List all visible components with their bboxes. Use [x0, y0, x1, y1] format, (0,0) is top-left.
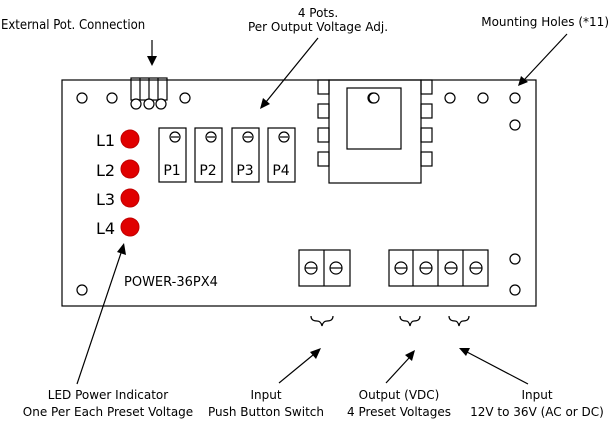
pot-label-4: P4	[272, 163, 289, 179]
push-button-arrow-head	[310, 348, 321, 359]
pots-label-line2: Per Output Voltage Adj.	[248, 20, 388, 34]
external-pot-label: External Pot. Connection	[1, 18, 145, 33]
mounting-hole	[106, 92, 118, 104]
pots-label-line1: 4 Pots.	[298, 6, 338, 20]
pot-4: P4	[267, 127, 296, 183]
pot-label-3: P3	[236, 163, 253, 179]
mounting-hole	[477, 92, 489, 104]
push-button-label-line1: Input	[250, 388, 281, 402]
pot-label-2: P2	[199, 163, 216, 179]
mounting-hole	[444, 92, 456, 104]
mounting-holes-arrow-shaft	[523, 33, 568, 81]
mounting-hole	[179, 92, 191, 104]
mounting-hole	[509, 253, 521, 265]
pcb-board	[61, 79, 537, 307]
board-name: POWER-36PX4	[124, 275, 218, 290]
led-4	[120, 217, 140, 237]
external-pot-connector	[130, 77, 168, 110]
led-arrow-head	[117, 243, 126, 255]
regulator-heatsink	[317, 79, 433, 184]
mounting-holes	[76, 92, 521, 296]
led-indicators: L1 L2 L3 L4	[96, 129, 140, 238]
brace-push-button	[310, 315, 334, 327]
output-label-line2: 4 Preset Voltages	[347, 405, 451, 419]
led-label-line2: One Per Each Preset Voltage	[23, 405, 193, 419]
output-input-terminal	[388, 249, 489, 287]
brace-output	[399, 315, 421, 327]
input-arrow-head	[459, 348, 470, 356]
mounting-hole	[509, 92, 521, 104]
input-label-line2: 12V to 36V (AC or DC)	[470, 405, 604, 419]
pot-label-1: P1	[163, 163, 180, 179]
mounting-hole	[76, 284, 88, 296]
led-label-3: L3	[96, 190, 115, 209]
led-2	[120, 159, 140, 179]
mounting-hole	[509, 284, 521, 296]
led-1	[120, 129, 140, 149]
brace-input	[448, 315, 470, 327]
pots-arrow-shaft	[265, 37, 319, 103]
pot-1: P1	[158, 127, 187, 183]
push-button-terminal	[298, 249, 351, 287]
led-arrow-shaft	[76, 252, 122, 385]
led-label-line1: LED Power Indicator	[48, 388, 169, 402]
led-label-2: L2	[96, 161, 115, 180]
output-label-line1: Output (VDC)	[359, 388, 440, 402]
output-arrow-shaft	[385, 357, 410, 384]
led-label-4: L4	[96, 219, 115, 238]
mounting-holes-label: Mounting Holes (*11)	[481, 15, 609, 29]
led-3	[120, 188, 140, 208]
output-arrow-head	[405, 350, 415, 361]
mounting-hole	[509, 119, 521, 131]
push-button-arrow-shaft	[278, 354, 314, 384]
pot-2: P2	[194, 127, 223, 183]
pots-arrow-head	[260, 98, 270, 109]
mounting-hole	[76, 92, 88, 104]
potentiometers: P1 P2 P3 P4	[158, 127, 296, 183]
input-arrow-shaft	[466, 351, 529, 385]
input-label-line1: Input	[521, 388, 552, 402]
push-button-label-line2: Push Button Switch	[208, 405, 324, 419]
led-label-1: L1	[96, 131, 115, 150]
pot-3: P3	[231, 127, 260, 183]
external-pot-arrow-head	[147, 56, 157, 66]
mounting-holes-arrow-head	[518, 76, 528, 86]
